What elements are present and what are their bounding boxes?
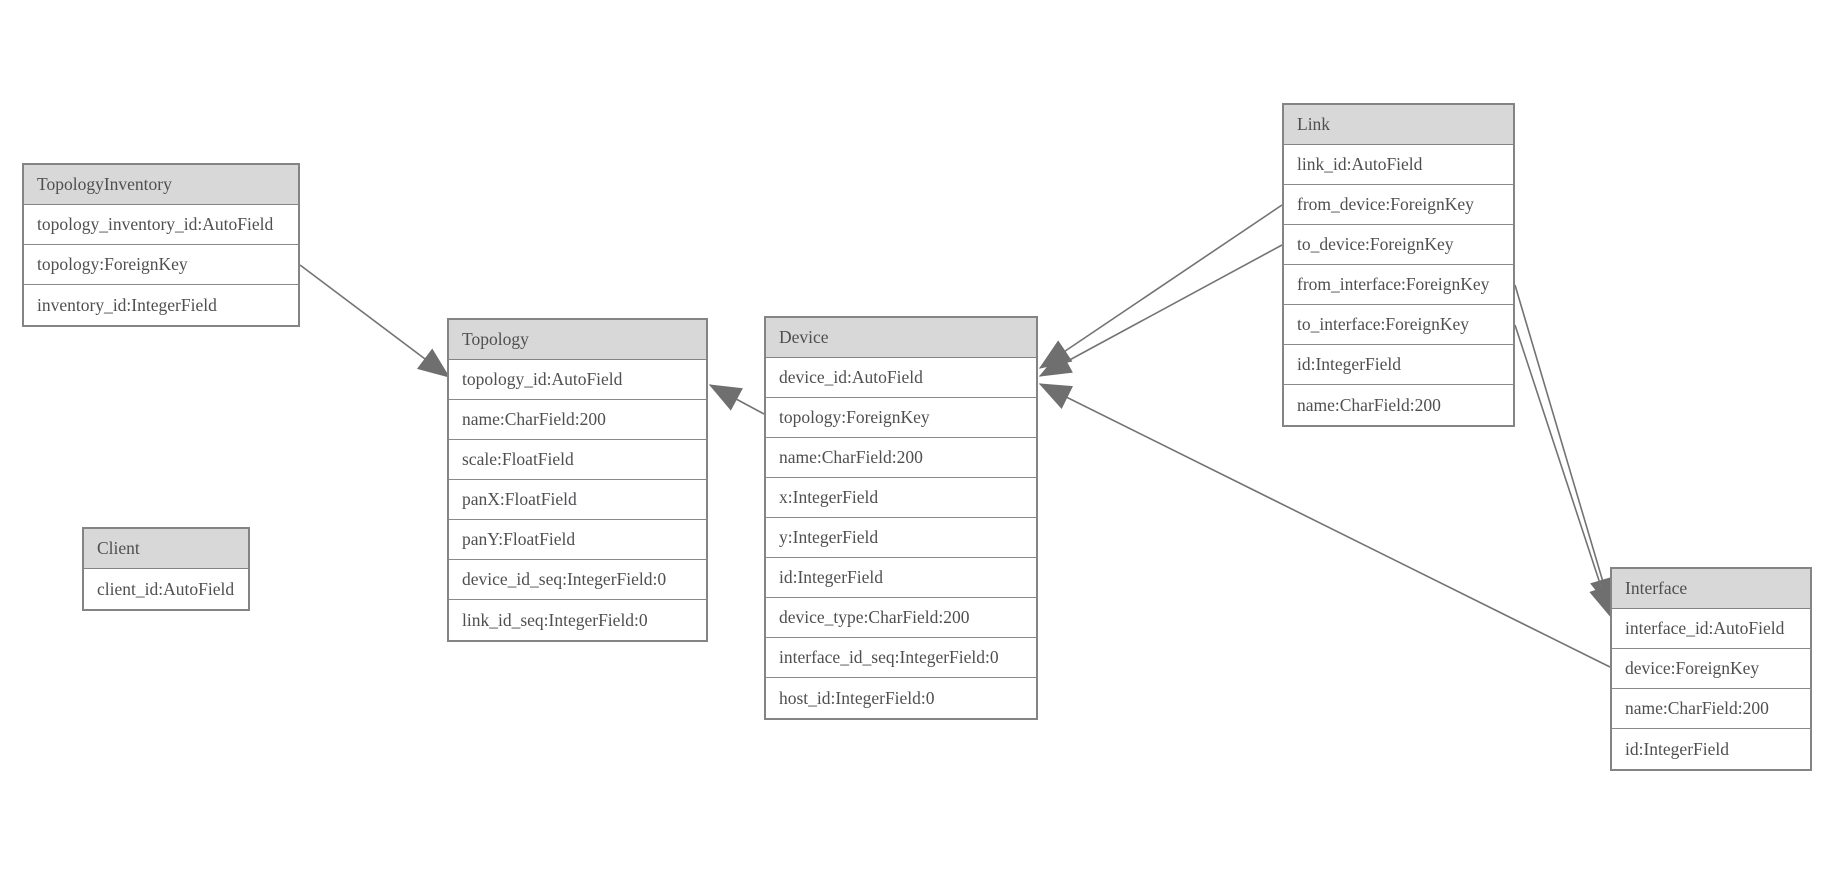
table-field-row: id:IntegerField bbox=[766, 558, 1036, 598]
table-field-row: host_id:IntegerField:0 bbox=[766, 678, 1036, 718]
table-field-row: scale:FloatField bbox=[449, 440, 706, 480]
table-title-link: Link bbox=[1284, 105, 1513, 145]
table-title-client: Client bbox=[84, 529, 248, 569]
table-field-row: name:CharField:200 bbox=[1612, 689, 1810, 729]
table-field-row: to_interface:ForeignKey bbox=[1284, 305, 1513, 345]
table-field-row: y:IntegerField bbox=[766, 518, 1036, 558]
table-field-row: panY:FloatField bbox=[449, 520, 706, 560]
table-field-row: interface_id:AutoField bbox=[1612, 609, 1810, 649]
table-field-row: device_id_seq:IntegerField:0 bbox=[449, 560, 706, 600]
table-field-row: x:IntegerField bbox=[766, 478, 1036, 518]
table-field-row: to_device:ForeignKey bbox=[1284, 225, 1513, 265]
table-field-row: name:CharField:200 bbox=[766, 438, 1036, 478]
table-title-topology-inventory: TopologyInventory bbox=[24, 165, 298, 205]
arrowhead-icon bbox=[708, 384, 743, 411]
table-field-row: device_type:CharField:200 bbox=[766, 598, 1036, 638]
table-field-row: inventory_id:IntegerField bbox=[24, 285, 298, 325]
table-title-device: Device bbox=[766, 318, 1036, 358]
relation-link-from-interface-fk bbox=[1514, 284, 1615, 611]
table-field-row: interface_id_seq:IntegerField:0 bbox=[766, 638, 1036, 678]
table-field-row: topology_inventory_id:AutoField bbox=[24, 205, 298, 245]
table-field-row: panX:FloatField bbox=[449, 480, 706, 520]
table-field-row: link_id_seq:IntegerField:0 bbox=[449, 600, 706, 640]
table-field-row: name:CharField:200 bbox=[449, 400, 706, 440]
relation-link-to-interface-fk bbox=[1514, 324, 1614, 619]
arrowhead-icon bbox=[1038, 350, 1073, 377]
relation-device-topology-fk bbox=[708, 384, 765, 415]
table-field-row: id:IntegerField bbox=[1612, 729, 1810, 769]
arrowhead-icon bbox=[416, 348, 451, 378]
table-field-row: from_device:ForeignKey bbox=[1284, 185, 1513, 225]
table-field-row: client_id:AutoField bbox=[84, 569, 248, 609]
table-field-row: device_id:AutoField bbox=[766, 358, 1036, 398]
table-title-interface: Interface bbox=[1612, 569, 1810, 609]
table-field-row: from_interface:ForeignKey bbox=[1284, 265, 1513, 305]
table-field-row: id:IntegerField bbox=[1284, 345, 1513, 385]
relation-topologyinventory-topology-fk bbox=[299, 264, 451, 378]
relation-link-from-device-fk bbox=[1038, 204, 1283, 369]
relation-interface-device-fk bbox=[1038, 383, 1611, 668]
table-field-row: topology_id:AutoField bbox=[449, 360, 706, 400]
table-title-topology: Topology bbox=[449, 320, 706, 360]
table-field-row: link_id:AutoField bbox=[1284, 145, 1513, 185]
relation-link-to-device-fk bbox=[1038, 244, 1283, 377]
table-field-row: topology:ForeignKey bbox=[24, 245, 298, 285]
arrowhead-icon bbox=[1038, 383, 1073, 409]
table-field-row: topology:ForeignKey bbox=[766, 398, 1036, 438]
table-field-row: name:CharField:200 bbox=[1284, 385, 1513, 425]
table-field-row: device:ForeignKey bbox=[1612, 649, 1810, 689]
